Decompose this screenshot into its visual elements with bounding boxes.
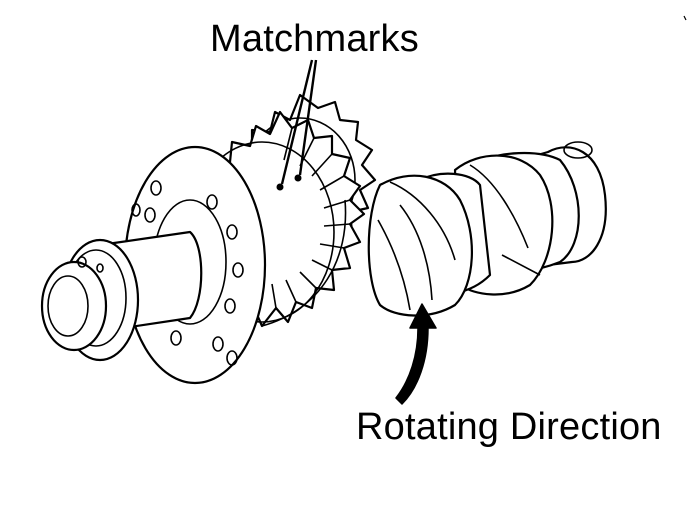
matchmarks-leader-lines xyxy=(280,59,318,185)
bolt-holes xyxy=(131,180,244,366)
stray-mark xyxy=(683,15,687,21)
rotating-direction-label: Rotating Direction xyxy=(356,406,662,448)
shaft-stub xyxy=(40,230,203,362)
camshaft xyxy=(367,141,607,317)
matchmark-dots xyxy=(276,174,302,191)
matchmarks-label: Matchmarks xyxy=(210,18,419,60)
rotation-arrow xyxy=(395,303,437,405)
